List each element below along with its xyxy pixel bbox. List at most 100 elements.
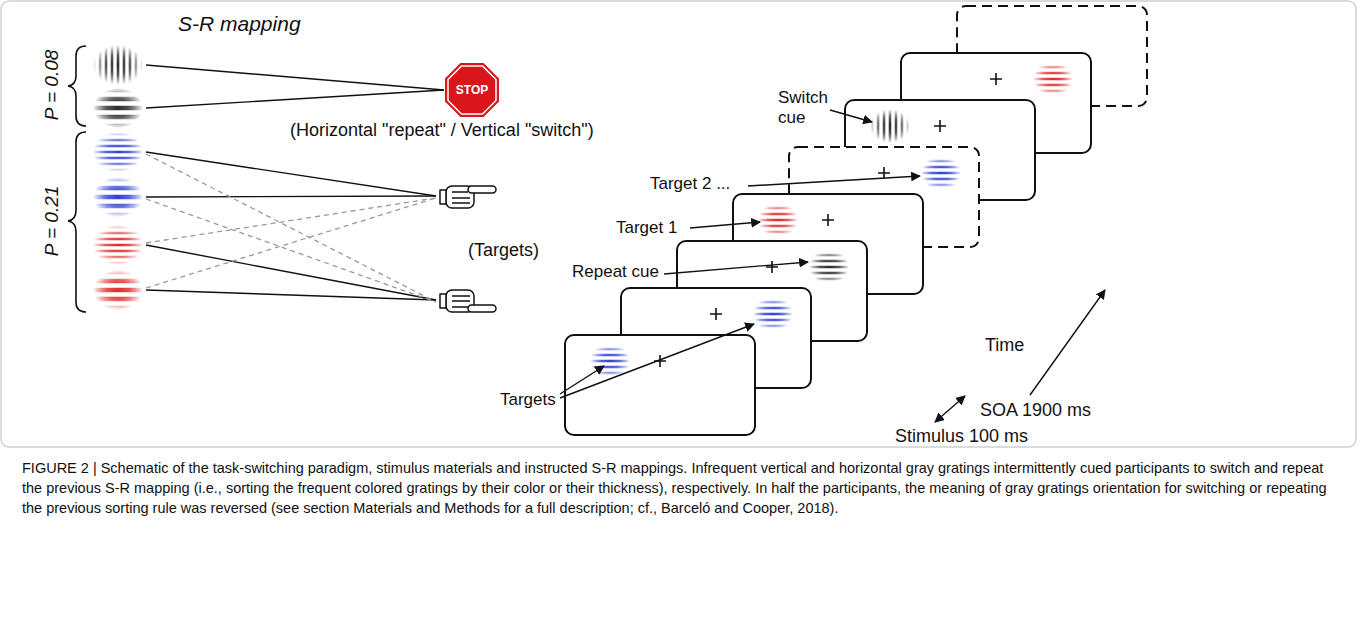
grating-stripe: [93, 43, 143, 48]
screen-label: Switch cue: [778, 88, 838, 128]
grating-stripe: [809, 284, 849, 287]
grating-stripe: [93, 222, 143, 227]
grating-stripe: [1033, 66, 1073, 69]
grating-stripe: [758, 171, 798, 174]
grating-stripe: [921, 130, 961, 133]
timing-label: SOA 1900 ms: [980, 400, 1091, 420]
grating-stripe: [590, 348, 630, 351]
grating-stripe: [753, 331, 793, 334]
grating-stripe: [93, 213, 143, 218]
grating-stripe: [177, 45, 180, 85]
grating-stripe: [590, 330, 630, 333]
grating-stripe: [590, 402, 630, 405]
grating-stripe: [93, 168, 143, 173]
grating-stripe: [921, 124, 961, 127]
grating-stripe: [93, 240, 143, 245]
grating-stripe: [93, 298, 143, 301]
grating-stripe: [93, 97, 143, 100]
grating-stripe: [921, 190, 961, 193]
grating-stripe: [93, 79, 143, 84]
grating-stripe: [93, 351, 143, 356]
fixation-cross: [990, 73, 1002, 85]
grating-stripe: [171, 45, 174, 85]
grating-stripe: [921, 184, 961, 187]
grating-stripe: [753, 271, 793, 274]
grating-stripe: [93, 142, 143, 147]
grating-stripe: [93, 97, 143, 102]
grating-stripe: [165, 45, 168, 85]
cue-meaning-note: (Horizontal "repeat" / Vertical "switch"…: [290, 120, 594, 140]
grating-stripe: [883, 109, 886, 143]
grating-stripe: [93, 103, 143, 106]
grating-stripe: [93, 106, 143, 111]
grating-stripe: [809, 290, 849, 293]
grating-stripe: [93, 88, 143, 93]
grating-stripe: [93, 160, 143, 165]
grating: [753, 266, 793, 362]
brace: [68, 46, 86, 126]
grating-stripe: [183, 45, 186, 85]
grating-stripe: [753, 283, 793, 286]
grating-stripe: [93, 169, 143, 174]
panel-title: S-R mapping: [178, 14, 301, 34]
octagon: [445, 63, 499, 117]
grating-stripe: [93, 52, 143, 57]
mapping-lines: [146, 65, 444, 300]
grating-stripe: [93, 61, 143, 66]
grating-stripe: [809, 266, 849, 269]
grating: [809, 219, 849, 315]
grating-stripe: [758, 189, 798, 192]
grating-stripe: [921, 196, 961, 199]
grating-stripe: [877, 109, 880, 143]
probability-label: P = 0.21: [42, 186, 62, 257]
screen-label: Targets: [500, 390, 556, 410]
grating-stripe: [921, 148, 961, 151]
grating-stripe: [590, 324, 630, 327]
grating-stripe: [921, 142, 961, 145]
grating-stripe: [809, 230, 849, 233]
grating-stripe: [63, 45, 66, 85]
grating-stripe: [590, 318, 630, 321]
grating-stripe: [1033, 54, 1073, 57]
screen: [565, 313, 755, 435]
grating-stripe: [1033, 108, 1073, 111]
grating-stripe: [889, 109, 892, 143]
brace: [68, 132, 86, 312]
grating-stripe: [758, 201, 798, 204]
grating-stripe: [859, 109, 862, 143]
grating-stripe: [93, 231, 143, 236]
grating: [93, 227, 143, 353]
grating-stripe: [921, 208, 961, 211]
grating-stripe: [753, 355, 793, 358]
grating-stripe: [921, 160, 961, 163]
grating-stripe: [93, 159, 143, 164]
grating-stripe: [93, 109, 143, 112]
grating-stripe: [847, 109, 850, 143]
grating-stripe: [921, 166, 961, 169]
grating-stripe: [75, 45, 78, 85]
grating-stripe: [93, 244, 143, 247]
grating-stripe: [93, 333, 143, 338]
grating: [93, 45, 143, 171]
grating-stripe: [1033, 72, 1073, 75]
grating-stripe: [758, 213, 798, 216]
grating-stripe: [921, 154, 961, 157]
grating-stripe: [809, 224, 849, 227]
grating-stripe: [93, 279, 143, 284]
grating-stripe: [921, 178, 961, 181]
dashed-mapping-lines: [146, 154, 436, 302]
grating-stripe: [1033, 120, 1073, 123]
grating-stripe: [753, 277, 793, 280]
grating-stripe: [93, 132, 143, 137]
grating-stripe: [93, 270, 143, 275]
grating: [52, 45, 184, 85]
grating-stripe: [809, 248, 849, 251]
grating-stripe: [753, 337, 793, 340]
hand-icon: [440, 186, 496, 208]
grating-stripe: [1033, 60, 1073, 63]
stop-text: STOP: [444, 62, 500, 118]
grating-stripe: [1033, 96, 1073, 99]
grating-stripe: [1033, 78, 1073, 81]
grating-stripe: [758, 225, 798, 228]
grating-stripe: [93, 141, 143, 146]
